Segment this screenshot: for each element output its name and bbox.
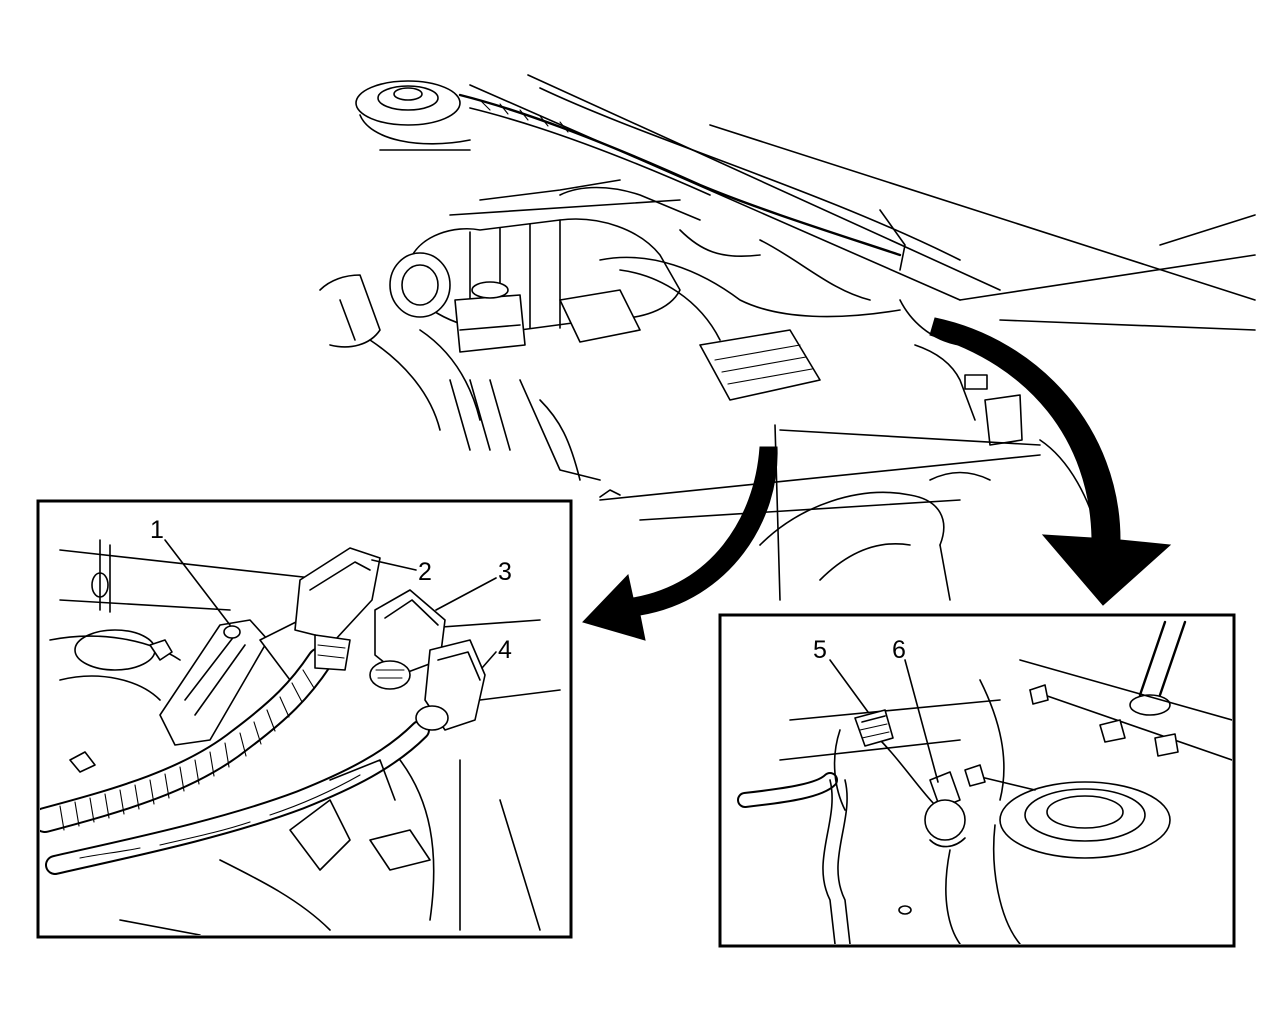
- strut-tower-left: [355, 80, 471, 151]
- relay-center: [559, 289, 821, 401]
- callout-4: 4: [498, 636, 512, 664]
- pcm-connector-2: [294, 547, 381, 671]
- sensor-connector-5: [854, 709, 894, 747]
- corrugated-harness: [40, 647, 430, 875]
- callout-5: 5: [813, 636, 827, 664]
- intake-manifold: [389, 179, 701, 332]
- pcm-connector-3: [369, 589, 446, 690]
- pcm-connector-4: [415, 639, 486, 731]
- engine-compartment-overview: [319, 74, 1256, 601]
- arrow-to-left-detail: [582, 446, 778, 641]
- brake-reservoir: [454, 281, 526, 353]
- callout-1: 1: [150, 516, 164, 544]
- arrow-to-right-detail: [929, 317, 1172, 606]
- callout-2: 2: [418, 558, 432, 586]
- callout-6: 6: [892, 636, 906, 664]
- detail-box-right: [718, 613, 1236, 948]
- sensor-6: [924, 764, 1036, 848]
- callout-3: 3: [498, 558, 512, 586]
- detail-box-left: [36, 499, 573, 939]
